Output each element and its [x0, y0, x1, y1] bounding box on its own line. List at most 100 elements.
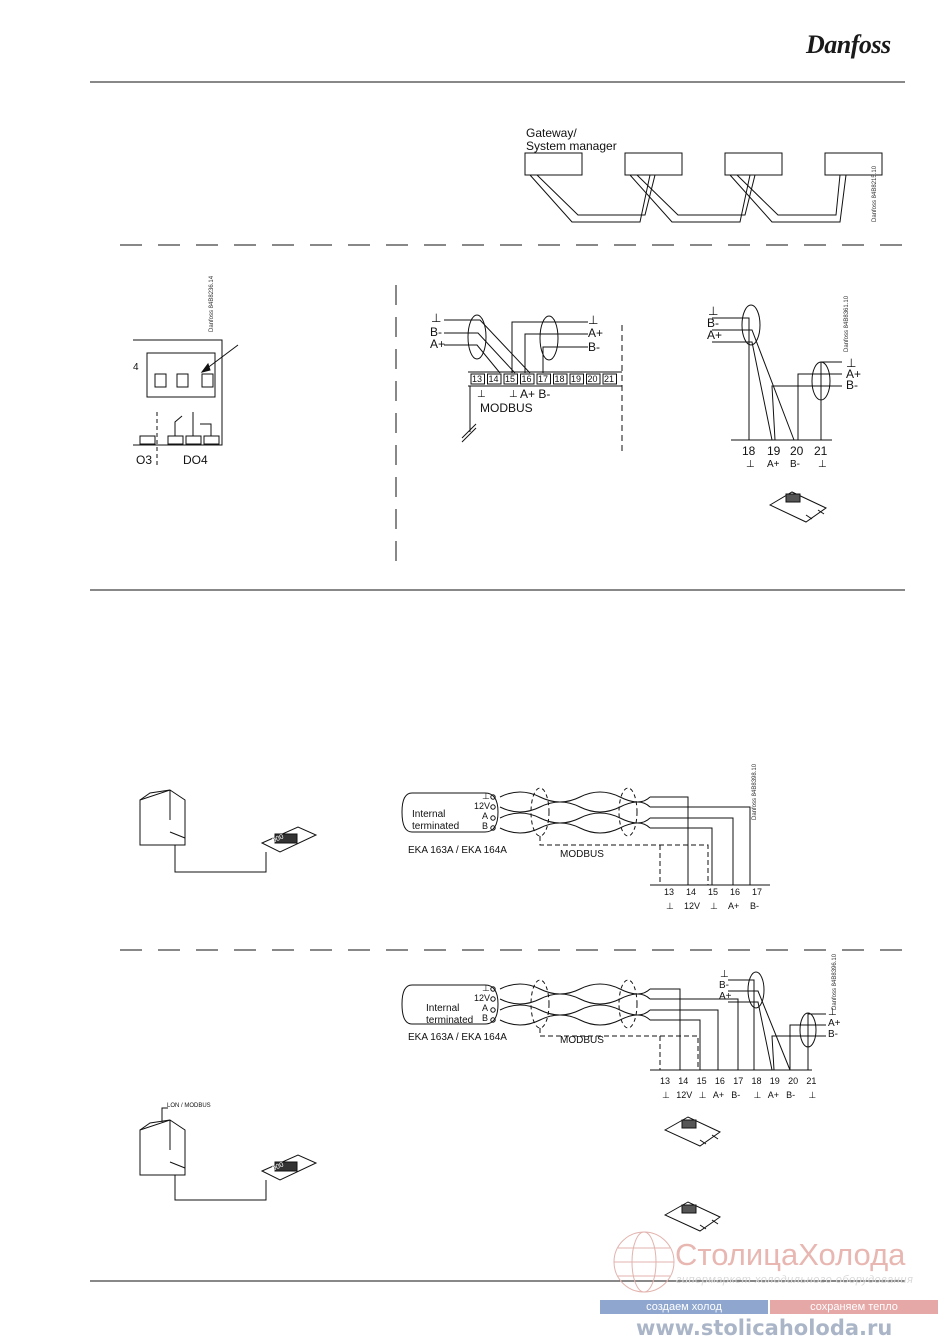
label-do4: DO4 [183, 453, 208, 467]
terminal-box-21 [602, 373, 617, 385]
eka2-terminal-signal-18: ⊥ [753, 1090, 762, 1100]
relay-sketch [133, 339, 239, 465]
gateway-label-line2: System manager [526, 139, 617, 153]
gateway-chain [524, 152, 883, 223]
eka1-pin-3: B [482, 821, 489, 831]
eka2-right-label-0: ⊥ [828, 1007, 837, 1018]
eka2-terminal-number-16: 16 [714, 1076, 725, 1086]
eka1-terminal-signal-16: A+ [728, 901, 740, 911]
lon-modbus-label: LON / MODBUS [167, 1103, 211, 1109]
under-13-gnd: ⊥ [477, 389, 486, 400]
center-a-plus-right: A+ [588, 326, 604, 340]
eka2-terminal-signal-20: B- [786, 1090, 796, 1100]
watermark-globe [613, 1231, 675, 1293]
relay-label-4: 4 [133, 362, 139, 373]
right-right-label-0: ⊥ [846, 356, 857, 370]
eka1-terminal-number-16: 16 [730, 887, 741, 897]
gateway-label-line1: Gateway/ [526, 126, 577, 140]
eka-diagram-2 [401, 971, 826, 1232]
terminal-number-16: 16 [521, 374, 532, 384]
right-left-label-1: B- [707, 316, 719, 330]
eka1-internal-line1: Internal [412, 809, 446, 820]
eka2-terminal-signal-19: A+ [767, 1090, 780, 1100]
eka1-terminal-number-15: 15 [708, 887, 719, 897]
terminal-box-18 [553, 373, 568, 385]
eka2-pin-3: B [482, 1013, 489, 1023]
terminal-number-19: 19 [571, 374, 582, 384]
terminal-number-14: 14 [488, 374, 499, 384]
eka2-internal-line2: terminated [426, 1015, 474, 1026]
eka1-terminal-number-14: 14 [686, 887, 697, 897]
right-right-label-1: A+ [846, 367, 862, 381]
controller-sketch-2 [139, 1107, 318, 1201]
right-terminal-number-20: 20 [790, 444, 804, 458]
eka1-modbus: MODBUS [560, 849, 604, 860]
right-terminal-number-18: 18 [742, 444, 756, 458]
terminal-number-13: 13 [472, 374, 483, 384]
center-gnd-right: ⊥ [588, 313, 599, 327]
terminal-box-16 [520, 373, 535, 385]
terminal-number-15: 15 [505, 374, 516, 384]
eka1-terminal-signal-15: ⊥ [710, 901, 718, 911]
terminal-number-20: 20 [587, 374, 598, 384]
eka2-right-label-1: A+ [828, 1018, 841, 1029]
controller-sketch-1 [139, 789, 318, 873]
right-diagram-code: Danfoss 84B8361.10 [844, 295, 850, 352]
eka2-terminal-signal-21: ⊥ [808, 1090, 817, 1100]
terminal-box-14 [487, 373, 502, 385]
eka2-terminal-signal-13: ⊥ [662, 1090, 670, 1100]
eka2-terminal-signal-15: ⊥ [698, 1090, 707, 1100]
danfoss-logo: Danfoss [806, 30, 891, 59]
eka2-terminal-number-13: 13 [660, 1076, 671, 1086]
center-terminal-diagram [444, 314, 623, 455]
terminal-box-19 [569, 373, 584, 385]
right-left-label-0: ⊥ [708, 304, 719, 318]
center-b-minus-right: B- [588, 340, 600, 354]
terminal-box-13 [470, 373, 485, 385]
relay-diagram-code: Danfoss 84B8236.14 [209, 275, 215, 332]
center-gnd-left: ⊥ [431, 311, 442, 325]
right-terminal-number-21: 21 [814, 444, 828, 458]
eka1-pin-2: A [482, 811, 489, 821]
eka2-terminal-number-15: 15 [696, 1076, 707, 1086]
eka1-terminal-signal-17: B- [750, 901, 759, 911]
eka1-pin-1: 12V [474, 801, 491, 811]
top-diagram-code: Danfoss 84B8215.10 [872, 165, 878, 222]
eka1-terminal-number-13: 13 [664, 887, 675, 897]
eka2-left-label-2: A+ [719, 991, 732, 1002]
eka2-code: Danfoss 84B8396.10 [832, 953, 838, 1010]
eka2-terminal-number-18: 18 [751, 1076, 762, 1086]
under-16-17: A+ B- [520, 387, 551, 401]
right-terminal-diagram [712, 304, 842, 523]
eka2-terminal-signal-17: B- [731, 1090, 741, 1100]
eka2-pin-1: 12V [474, 993, 491, 1003]
eka1-code: Danfoss 84B8398.10 [752, 763, 758, 820]
center-b-minus-left: B- [430, 325, 442, 339]
right-terminal-number-19: 19 [767, 444, 781, 458]
label-do3: O3 [136, 453, 153, 467]
eka2-right-label-2: B- [828, 1029, 838, 1040]
eka2-model: EKA 163A / EKA 164A [408, 1032, 507, 1043]
terminal-number-21: 21 [604, 374, 615, 384]
eka2-terminal-number-17: 17 [733, 1076, 744, 1086]
eka2-pin-0: ⊥ [482, 983, 490, 993]
eka2-left-label-1: B- [719, 980, 729, 991]
right-terminal-signal-20: B- [790, 459, 800, 470]
eka2-terminal-number-14: 14 [678, 1076, 689, 1086]
terminal-box-15 [503, 373, 518, 385]
eka1-terminal-number-17: 17 [752, 887, 763, 897]
eka1-model: EKA 163A / EKA 164A [408, 845, 507, 856]
center-a-plus-left: A+ [430, 337, 446, 351]
right-terminal-signal-18: ⊥ [746, 459, 755, 470]
watermark-title: СтолицаХолода [675, 1237, 906, 1272]
eka2-internal-line1: Internal [426, 1003, 460, 1014]
eka-diagram-1 [401, 787, 770, 886]
watermark-subtitle: гипермаркет холодильного оборудования [676, 1274, 914, 1286]
center-modbus-label: MODBUS [480, 401, 533, 415]
right-right-label-2: B- [846, 378, 858, 392]
eka2-terminal-signal-16: A+ [712, 1090, 725, 1100]
terminal-number-17: 17 [538, 374, 549, 384]
eka1-terminal-signal-14: 12V [684, 901, 701, 911]
terminal-box-20 [586, 373, 601, 385]
